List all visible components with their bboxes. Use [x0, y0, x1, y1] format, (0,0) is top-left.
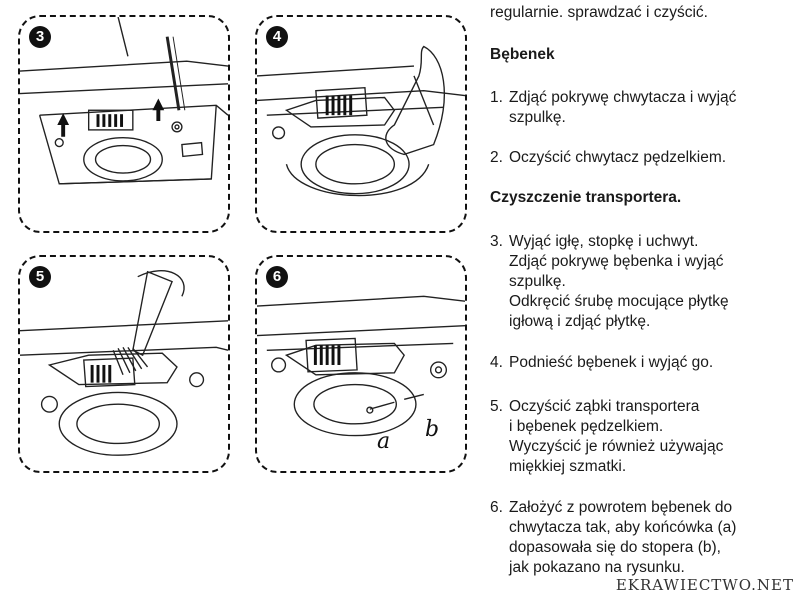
bobbin-case-reinsert-illustration [257, 295, 465, 437]
step-text: Podnieść bębenek i wyjąć go. [509, 354, 714, 371]
step-number-badge: 3 [29, 26, 51, 48]
illustration-panel-4: 4 [255, 15, 467, 233]
feed-dog-brushing-illustration [20, 270, 228, 456]
step-text: Założyć z powrotem bębenek do chwytacza … [509, 499, 737, 576]
bobbin-case-cleaning-illustration [257, 45, 465, 197]
step-text: Wyjąć igłę, stopkę i uchwyt. Zdjąć pokry… [509, 233, 729, 330]
watermark: EKRAWIECTWO.NET [615, 576, 794, 594]
section-heading-feed-dog: Czyszczenie transportera. [490, 189, 682, 206]
step-number-badge: 5 [29, 266, 51, 288]
step-number-badge: 4 [266, 26, 288, 48]
step-number: 2. [490, 149, 503, 166]
needle-plate-removal-illustration [20, 17, 228, 185]
step-text: Zdjąć pokrywę chwytacza i wyjąć szpulkę. [509, 89, 737, 126]
step-number: 5. [490, 398, 503, 415]
step-text: Oczyścić ząbki transportera i bębenek pę… [509, 398, 724, 475]
illustration-panel-3: 3 [18, 15, 230, 233]
step-number-badge: 6 [266, 266, 288, 288]
step-number: 3. [490, 233, 503, 250]
label-b: b [425, 417, 440, 442]
step-text: Oczyścić chwytacz pędzelkiem. [509, 149, 727, 166]
step-number: 1. [490, 89, 503, 106]
step-number: 6. [490, 499, 503, 516]
illustration-panel-6: 6 a b [255, 255, 467, 473]
step-number: 4. [490, 354, 503, 371]
section-heading-bobbin: Bębenek [490, 46, 555, 63]
label-a: a [377, 429, 391, 454]
illustration-panel-5: 5 [18, 255, 230, 473]
intro-text: regularnie. sprawdzać i czyścić. [490, 4, 708, 21]
